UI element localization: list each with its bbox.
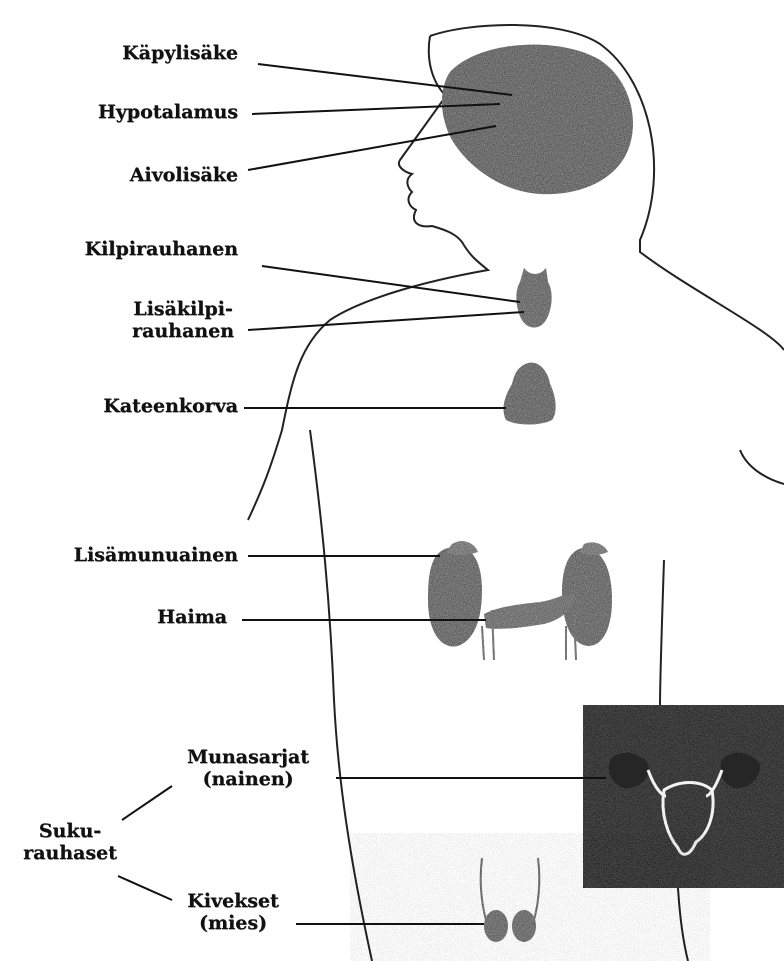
thymus — [504, 363, 556, 425]
label-pancreas: Haima — [157, 606, 227, 628]
label-pituitary-gland: Aivolisäke — [130, 164, 238, 186]
label-gonads-line-1: Suku- — [14, 820, 126, 842]
label-hypothalamus: Hypotalamus — [98, 101, 238, 123]
label-testes: Kivekset (mies) — [172, 890, 294, 935]
label-gonads-line-2: rauhaset — [14, 842, 126, 864]
label-adrenal-gland: Lisämunuainen — [74, 544, 238, 566]
pelvic-area — [380, 845, 680, 961]
label-ovaries-line-1: Munasarjat — [168, 746, 328, 768]
label-thymus: Kateenkorva — [103, 395, 238, 417]
label-ovaries-line-2: (nainen) — [168, 768, 328, 790]
label-pineal-gland: Käpylisäke — [122, 42, 238, 64]
thyroid-gland — [516, 268, 551, 328]
label-thyroid-gland: Kilpirauhanen — [85, 238, 238, 260]
label-parathyroid-gland: Lisäkilpi- rauhanen — [108, 298, 258, 343]
brain — [442, 45, 633, 195]
kidneys-pancreas — [428, 541, 612, 660]
label-testes-line-2: (mies) — [172, 912, 294, 934]
label-ovaries: Munasarjat (nainen) — [168, 746, 328, 791]
arm-right — [740, 450, 784, 484]
label-parathyroid-line-1: Lisäkilpi- — [108, 298, 258, 320]
label-gonads: Suku- rauhaset — [14, 820, 126, 865]
label-parathyroid-line-2: rauhanen — [108, 320, 258, 342]
torso-left — [310, 430, 372, 961]
label-testes-line-1: Kivekset — [172, 890, 294, 912]
